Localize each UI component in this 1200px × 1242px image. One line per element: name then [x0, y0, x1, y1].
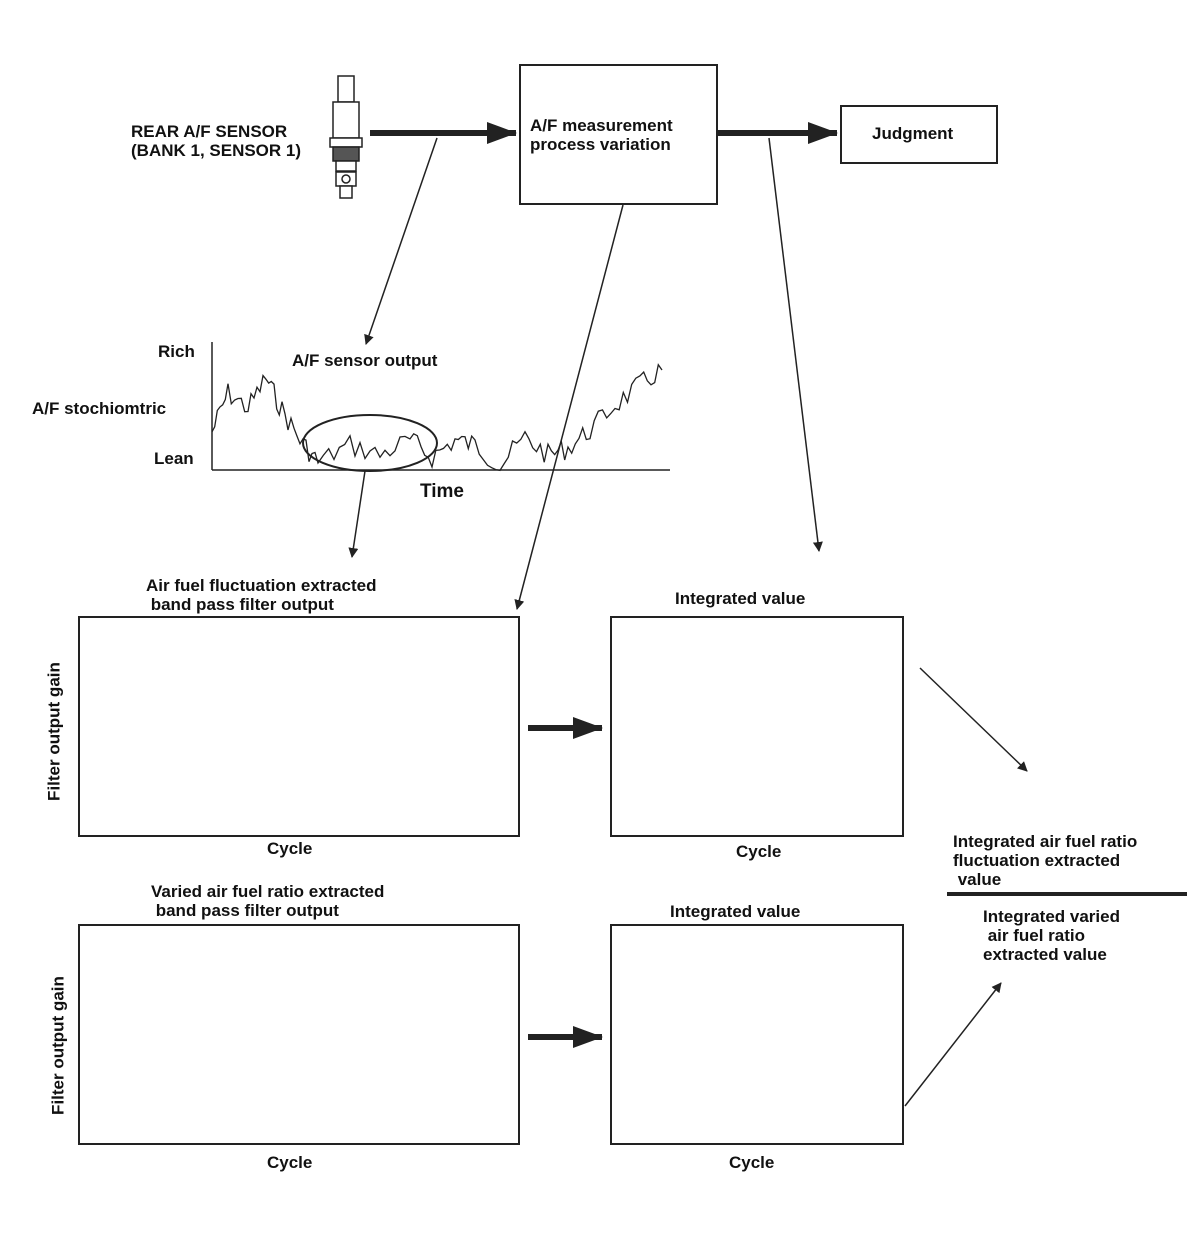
- judgment-box-label: Judgment: [872, 124, 954, 143]
- arrow-sensor-signal-to-chart: [364, 137, 438, 345]
- varied-filter-panel: [78, 924, 520, 1145]
- fluctuation-filter-panel: [78, 616, 520, 837]
- level-rich: Rich: [158, 342, 195, 361]
- sensor-output-trace: [211, 363, 663, 472]
- fluctuation-filter-title: Air fuel fluctuation extracted band pass…: [146, 576, 377, 615]
- process-box-label: A/F measurement process variation: [530, 116, 673, 155]
- sensor-label: REAR A/F SENSOR (BANK 1, SENSOR 1): [131, 122, 302, 161]
- ratio-numerator: Integrated air fuel ratio fluctuation ex…: [953, 832, 1138, 890]
- level-lean: Lean: [154, 449, 194, 468]
- process-box: [519, 64, 718, 205]
- sensor-chart-title: A/F sensor output: [292, 351, 438, 370]
- varied-filter-xlabel: Cycle: [267, 1153, 313, 1172]
- fluctuation-integrated-panel: [610, 616, 904, 837]
- arrow-fluct-integrated-to-ratio: [919, 667, 1028, 772]
- varied-integrated-xlabel: Cycle: [729, 1153, 775, 1172]
- arrow-varied-integrated-to-ratio: [904, 982, 1002, 1107]
- fluctuation-region-ellipse: [302, 414, 438, 472]
- af-sensor-icon: [329, 75, 363, 199]
- sensor-chart-xlabel: Time: [420, 481, 465, 502]
- arrow-process-to-varied-panel: [514, 204, 624, 610]
- level-stoichiometric: A/F stochiomtric: [32, 399, 167, 418]
- fluctuation-integrated-xlabel: Cycle: [736, 842, 782, 861]
- fluctuation-filter-ylabel: Filter output gain: [44, 662, 64, 801]
- sensor-output-chart: [211, 342, 670, 472]
- ratio-denominator: Integrated varied air fuel ratio extract…: [983, 907, 1120, 965]
- varied-integrated-title: Integrated value: [670, 902, 801, 921]
- arrow-judgment-to-integrated: [768, 137, 823, 552]
- varied-filter-ylabel: Filter output gain: [48, 976, 68, 1115]
- fluctuation-integrated-title: Integrated value: [675, 589, 806, 608]
- arrow-ellipse-to-fluct-panel: [348, 470, 366, 558]
- fluctuation-filter-xlabel: Cycle: [267, 839, 313, 858]
- judgment-box: [840, 105, 998, 164]
- varied-filter-title: Varied air fuel ratio extracted band pas…: [151, 882, 385, 921]
- varied-integrated-panel: [610, 924, 904, 1145]
